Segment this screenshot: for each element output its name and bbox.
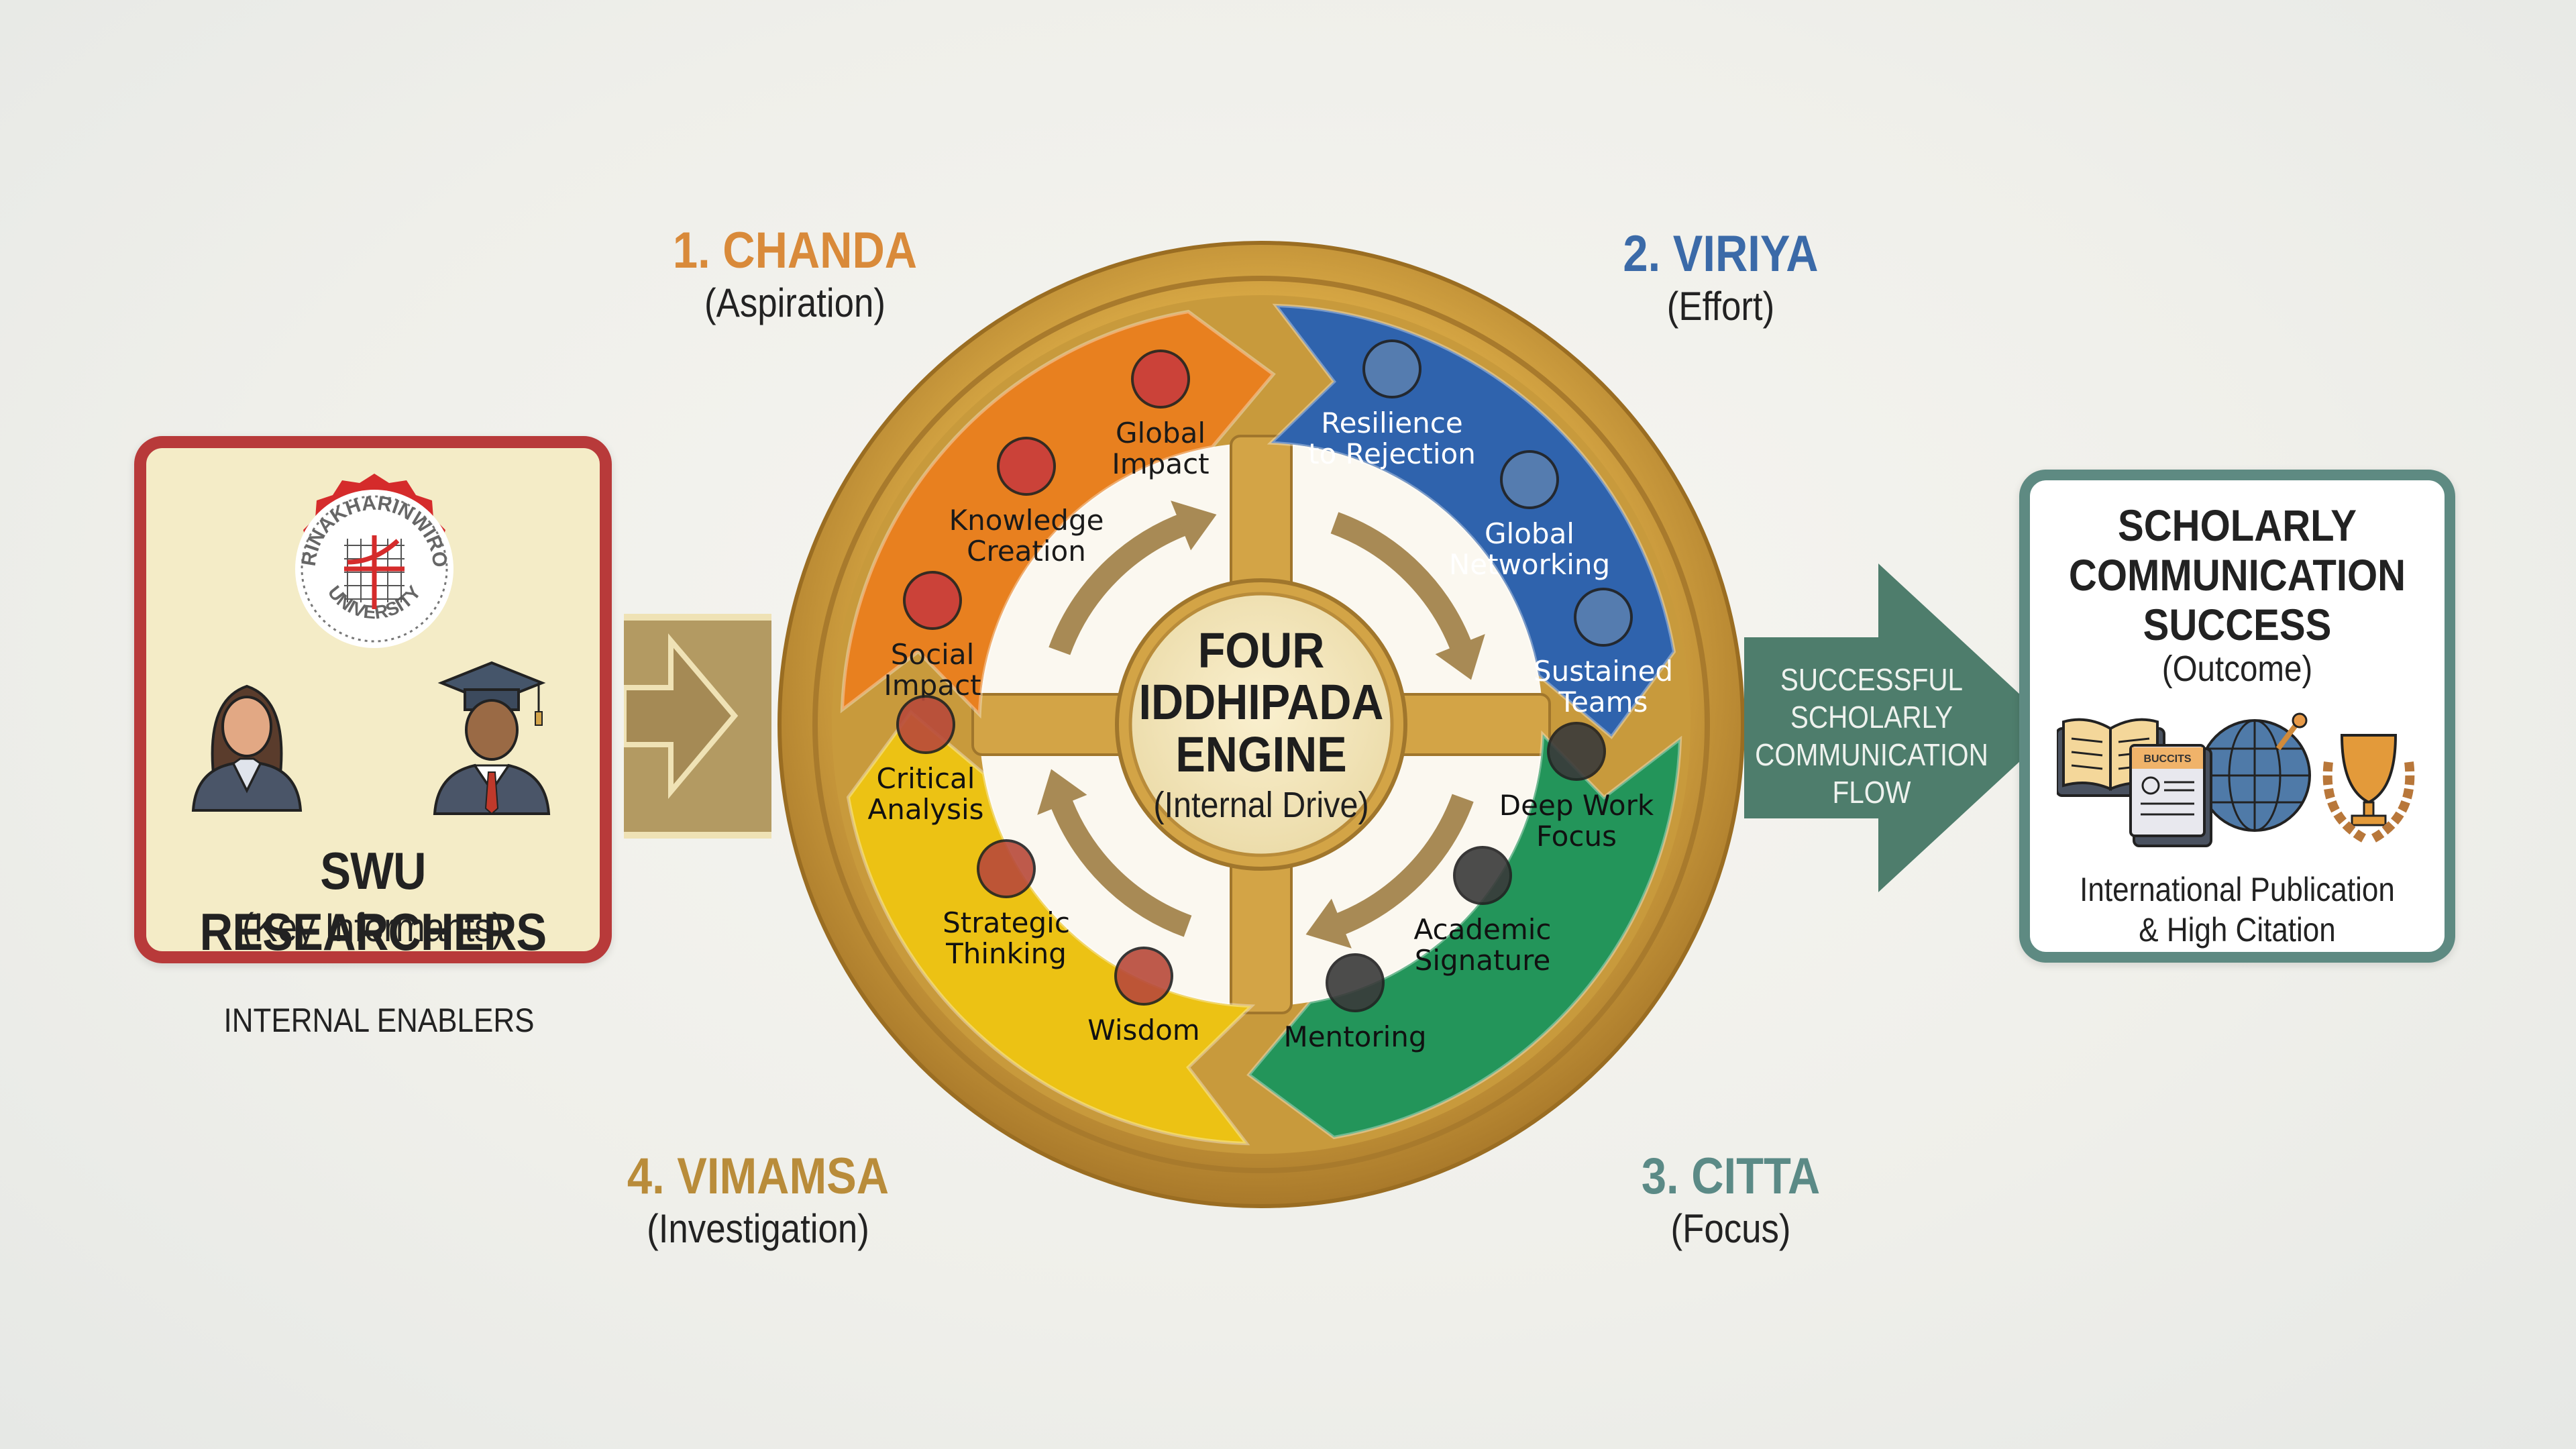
handshake-network-icon	[1500, 450, 1559, 509]
engine-title-line-3: ENGINE	[1175, 727, 1346, 782]
input-arrow	[624, 614, 771, 839]
outcome-title: SCHOLARLY COMMUNICATION SUCCESS	[2068, 500, 2406, 649]
engine-subtitle: (Internal Drive)	[1153, 784, 1368, 825]
pillar-item-label: Analysis	[867, 793, 983, 826]
segment-viriya	[1267, 303, 1676, 739]
pillar-item-label: Impact	[1112, 447, 1209, 480]
researchers-box: SRINAKHARINWIROT UNIVERSITY SWU RESEARCH…	[134, 436, 612, 963]
brain-head-icon	[1114, 947, 1173, 1006]
flow-arrow	[1744, 564, 2056, 892]
outcome-caption: International Publication & High Citatio…	[2080, 871, 2395, 949]
engine-hub	[1128, 592, 1394, 857]
pillar-item: Wisdom	[1087, 947, 1200, 1046]
cycle-arrow-head	[1171, 500, 1217, 551]
cycle-arrow	[1049, 512, 1192, 655]
quadrant-heading-viriya: 2. VIRIYA (Effort)	[1623, 225, 1819, 329]
globe-in-hands-icon	[1131, 350, 1190, 409]
outcome-subtitle: (Outcome)	[2161, 649, 2313, 689]
pillar-item-label: Networking	[1449, 548, 1610, 581]
pillar-item-label: Creation	[967, 535, 1086, 568]
shield-person-icon	[1362, 339, 1421, 398]
university-seal-icon: SRINAKHARINWIROT UNIVERSITY	[274, 468, 453, 648]
heart-icon	[903, 571, 962, 630]
pillar-item-label: Thinking	[945, 937, 1067, 970]
gear-icon	[1574, 588, 1633, 647]
quadrant-heading-citta: 3. CITTA (Focus)	[1641, 1148, 1821, 1251]
pillar-item-label: Mentoring	[1283, 1020, 1426, 1053]
pillar-item-label: Global	[1485, 517, 1574, 550]
cycle-arrow-head	[1305, 898, 1352, 949]
globe-icon	[2198, 712, 2311, 832]
pillar-item-label: Resilience	[1321, 407, 1462, 439]
pillar-item-label: to Rejection	[1308, 437, 1476, 470]
pillar-item-label: Strategic	[943, 906, 1070, 939]
fingerprint-icon	[1453, 846, 1512, 905]
engine-title-line-2: IDDHIPADA	[1139, 674, 1384, 730]
target-arrow-icon	[977, 839, 1036, 898]
pillar-item-label: Knowledge	[949, 504, 1104, 537]
pillar-item-label: Academic	[1414, 913, 1552, 946]
engine-title-line-1: FOUR	[1198, 623, 1325, 678]
cycle-arrow	[1049, 794, 1192, 937]
flow-arrow-shape	[1744, 564, 2056, 892]
mentor-speech-icon	[1326, 953, 1385, 1012]
pillar-item-label: Sustained	[1534, 655, 1673, 688]
female-researcher-icon	[191, 684, 303, 812]
pillar-item-label: Social	[891, 638, 975, 671]
outcome-box: SCHOLARLY COMMUNICATION SUCCESS (Outcome…	[2019, 470, 2455, 963]
cycle-arrow	[1330, 794, 1474, 937]
flow-label: SUCCESSFUL SCHOLARLY COMMUNICATION FLOW	[1755, 662, 1988, 810]
pillar-item-label: Teams	[1558, 686, 1648, 718]
quadrant-heading-vimamsa: 4. VIMAMSA (Investigation)	[627, 1148, 890, 1251]
researchers-title: SWU RESEARCHERS	[199, 841, 547, 961]
male-graduate-icon	[433, 661, 551, 815]
quadrant-heading-chanda: 1. CHANDA (Aspiration)	[672, 222, 918, 325]
right-arrow-icon	[624, 633, 739, 799]
pillar-item-label: Wisdom	[1087, 1014, 1199, 1046]
document-magnifier-icon	[896, 695, 955, 754]
pillar-item-label: Global	[1116, 417, 1205, 449]
pillar-item: Mentoring	[1283, 953, 1427, 1053]
journal-label: BUCCITS	[2143, 753, 2191, 765]
pillar-item-label: Deep Work	[1499, 789, 1654, 822]
segment-citta	[1246, 730, 1682, 1140]
clock-book-icon	[1547, 722, 1606, 781]
pillar-item-label: Focus	[1536, 820, 1617, 853]
outcome-icons: BUCCITS	[2057, 712, 2415, 847]
cycle-arrow-head	[1435, 634, 1485, 680]
cycle-arrow-head	[1037, 769, 1087, 815]
iddhipada-wheel: FOUR IDDHIPADA ENGINE (Internal Drive) S…	[777, 241, 1745, 1208]
pillar-item-label: Signature	[1415, 944, 1551, 977]
cycle-arrow	[1330, 512, 1474, 655]
journal-icon: BUCCITS	[2129, 744, 2212, 847]
researchers-subtitle: (Key Informants)	[241, 905, 504, 950]
internal-enablers-caption: INTERNAL ENABLERS	[223, 1002, 535, 1039]
pillar-item-label: Critical	[877, 762, 975, 795]
lightbulb-icon	[997, 437, 1056, 496]
trophy-laurel-icon	[2322, 734, 2415, 844]
